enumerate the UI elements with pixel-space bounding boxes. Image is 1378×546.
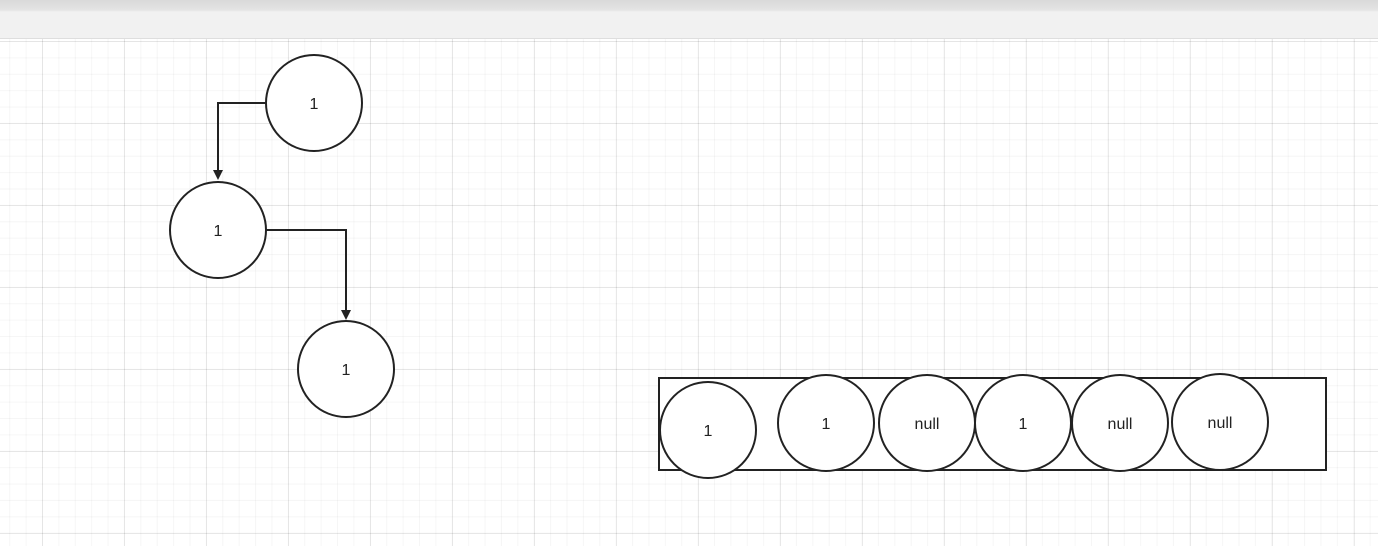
array-cell-3[interactable]: 1 — [974, 374, 1072, 472]
array-cell-2[interactable]: null — [878, 374, 976, 472]
array-cell-0[interactable]: 1 — [659, 381, 757, 479]
tree-node-label: 1 — [214, 223, 223, 240]
array-cell-label: 1 — [1019, 416, 1028, 433]
tree-node-right-grandchild[interactable]: 1 — [297, 320, 395, 418]
tree-node-label: 1 — [342, 362, 351, 379]
array-cell-5[interactable]: null — [1171, 373, 1269, 471]
edge-root-to-left-child — [213, 102, 266, 180]
array-cell-label: null — [1208, 415, 1233, 432]
tree-node-label: 1 — [310, 96, 319, 113]
array-cell-1[interactable]: 1 — [777, 374, 875, 472]
array-cell-label: 1 — [822, 416, 831, 433]
toolbar — [0, 0, 1378, 39]
array-cell-label: 1 — [704, 423, 713, 440]
array-cell-label: null — [915, 416, 940, 433]
tree-node-root[interactable]: 1 — [265, 54, 363, 152]
array-cell-label: null — [1108, 416, 1133, 433]
tree-node-left-child[interactable]: 1 — [169, 181, 267, 279]
edge-left-child-to-right-grandchild — [266, 229, 351, 320]
array-cell-4[interactable]: null — [1071, 374, 1169, 472]
